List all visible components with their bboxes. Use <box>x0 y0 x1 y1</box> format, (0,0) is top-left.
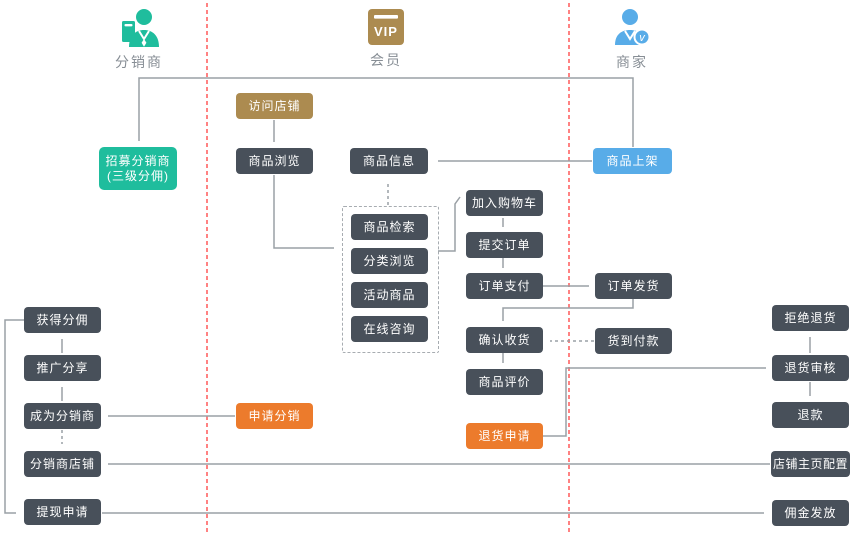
node-category-browse: 分类浏览 <box>351 248 428 274</box>
vip-badge-text: VIP <box>374 24 398 39</box>
node-apply-distribution: 申请分销 <box>236 403 313 429</box>
node-visit-shop: 访问店铺 <box>236 93 313 119</box>
browse-options-group <box>342 206 439 353</box>
node-order-shipment: 订单发货 <box>595 273 672 299</box>
node-promote-share: 推广分享 <box>24 355 101 381</box>
node-product-search: 商品检索 <box>351 214 428 240</box>
node-refund: 退款 <box>772 402 849 428</box>
node-product-listing: 商品上架 <box>593 148 672 174</box>
lane-header-merchant: v 商家 <box>590 8 674 72</box>
node-submit-order: 提交订单 <box>466 232 543 258</box>
node-online-consult: 在线咨询 <box>351 316 428 342</box>
node-commission-payout: 佣金发放 <box>772 500 849 526</box>
node-reject-return: 拒绝退货 <box>772 305 849 331</box>
node-browse-products: 商品浏览 <box>236 148 313 174</box>
node-confirm-receipt: 确认收货 <box>466 327 543 353</box>
node-return-review: 退货审核 <box>772 355 849 381</box>
lane-header-member: VIP 会员 <box>344 8 428 70</box>
node-add-to-cart: 加入购物车 <box>466 190 543 216</box>
node-product-info: 商品信息 <box>350 148 428 174</box>
connector-commission-to-withdraw <box>4 319 24 514</box>
merchant-badge-text: v <box>639 32 646 44</box>
lane-label-distributor: 分销商 <box>115 54 163 70</box>
connector-group-to-cart <box>438 196 461 252</box>
node-earn-commission: 获得分佣 <box>24 307 101 333</box>
node-recruit-line1: 招募分销商 <box>105 153 171 168</box>
lane-header-distributor: 分销商 <box>97 8 181 72</box>
node-recruit-distributor: 招募分销商 (三级分佣) <box>99 147 177 190</box>
connector-browse-to-group <box>273 175 334 249</box>
node-product-review: 商品评价 <box>466 369 543 395</box>
node-activity-products: 活动商品 <box>351 282 428 308</box>
connector-shipment-to-receipt <box>502 299 634 321</box>
node-withdraw-request: 提现申请 <box>24 499 101 525</box>
node-cash-on-delivery: 货到付款 <box>595 328 672 354</box>
node-become-distributor: 成为分销商 <box>24 403 101 429</box>
node-order-payment: 订单支付 <box>466 273 543 299</box>
lane-label-merchant: 商家 <box>616 54 648 70</box>
connector-return-to-returnreview <box>543 367 766 437</box>
lane-label-member: 会员 <box>370 52 402 68</box>
node-return-request: 退货申请 <box>466 423 543 449</box>
node-shop-homepage-config: 店铺主页配置 <box>771 451 850 477</box>
node-recruit-line2: (三级分佣) <box>107 168 169 183</box>
merchant-person-icon: v <box>615 9 651 46</box>
connector-listing-to-recruit <box>138 77 634 147</box>
vip-badge-icon: VIP <box>368 9 404 45</box>
distributor-person-icon <box>122 9 159 47</box>
node-distributor-shop: 分销商店铺 <box>24 451 101 477</box>
